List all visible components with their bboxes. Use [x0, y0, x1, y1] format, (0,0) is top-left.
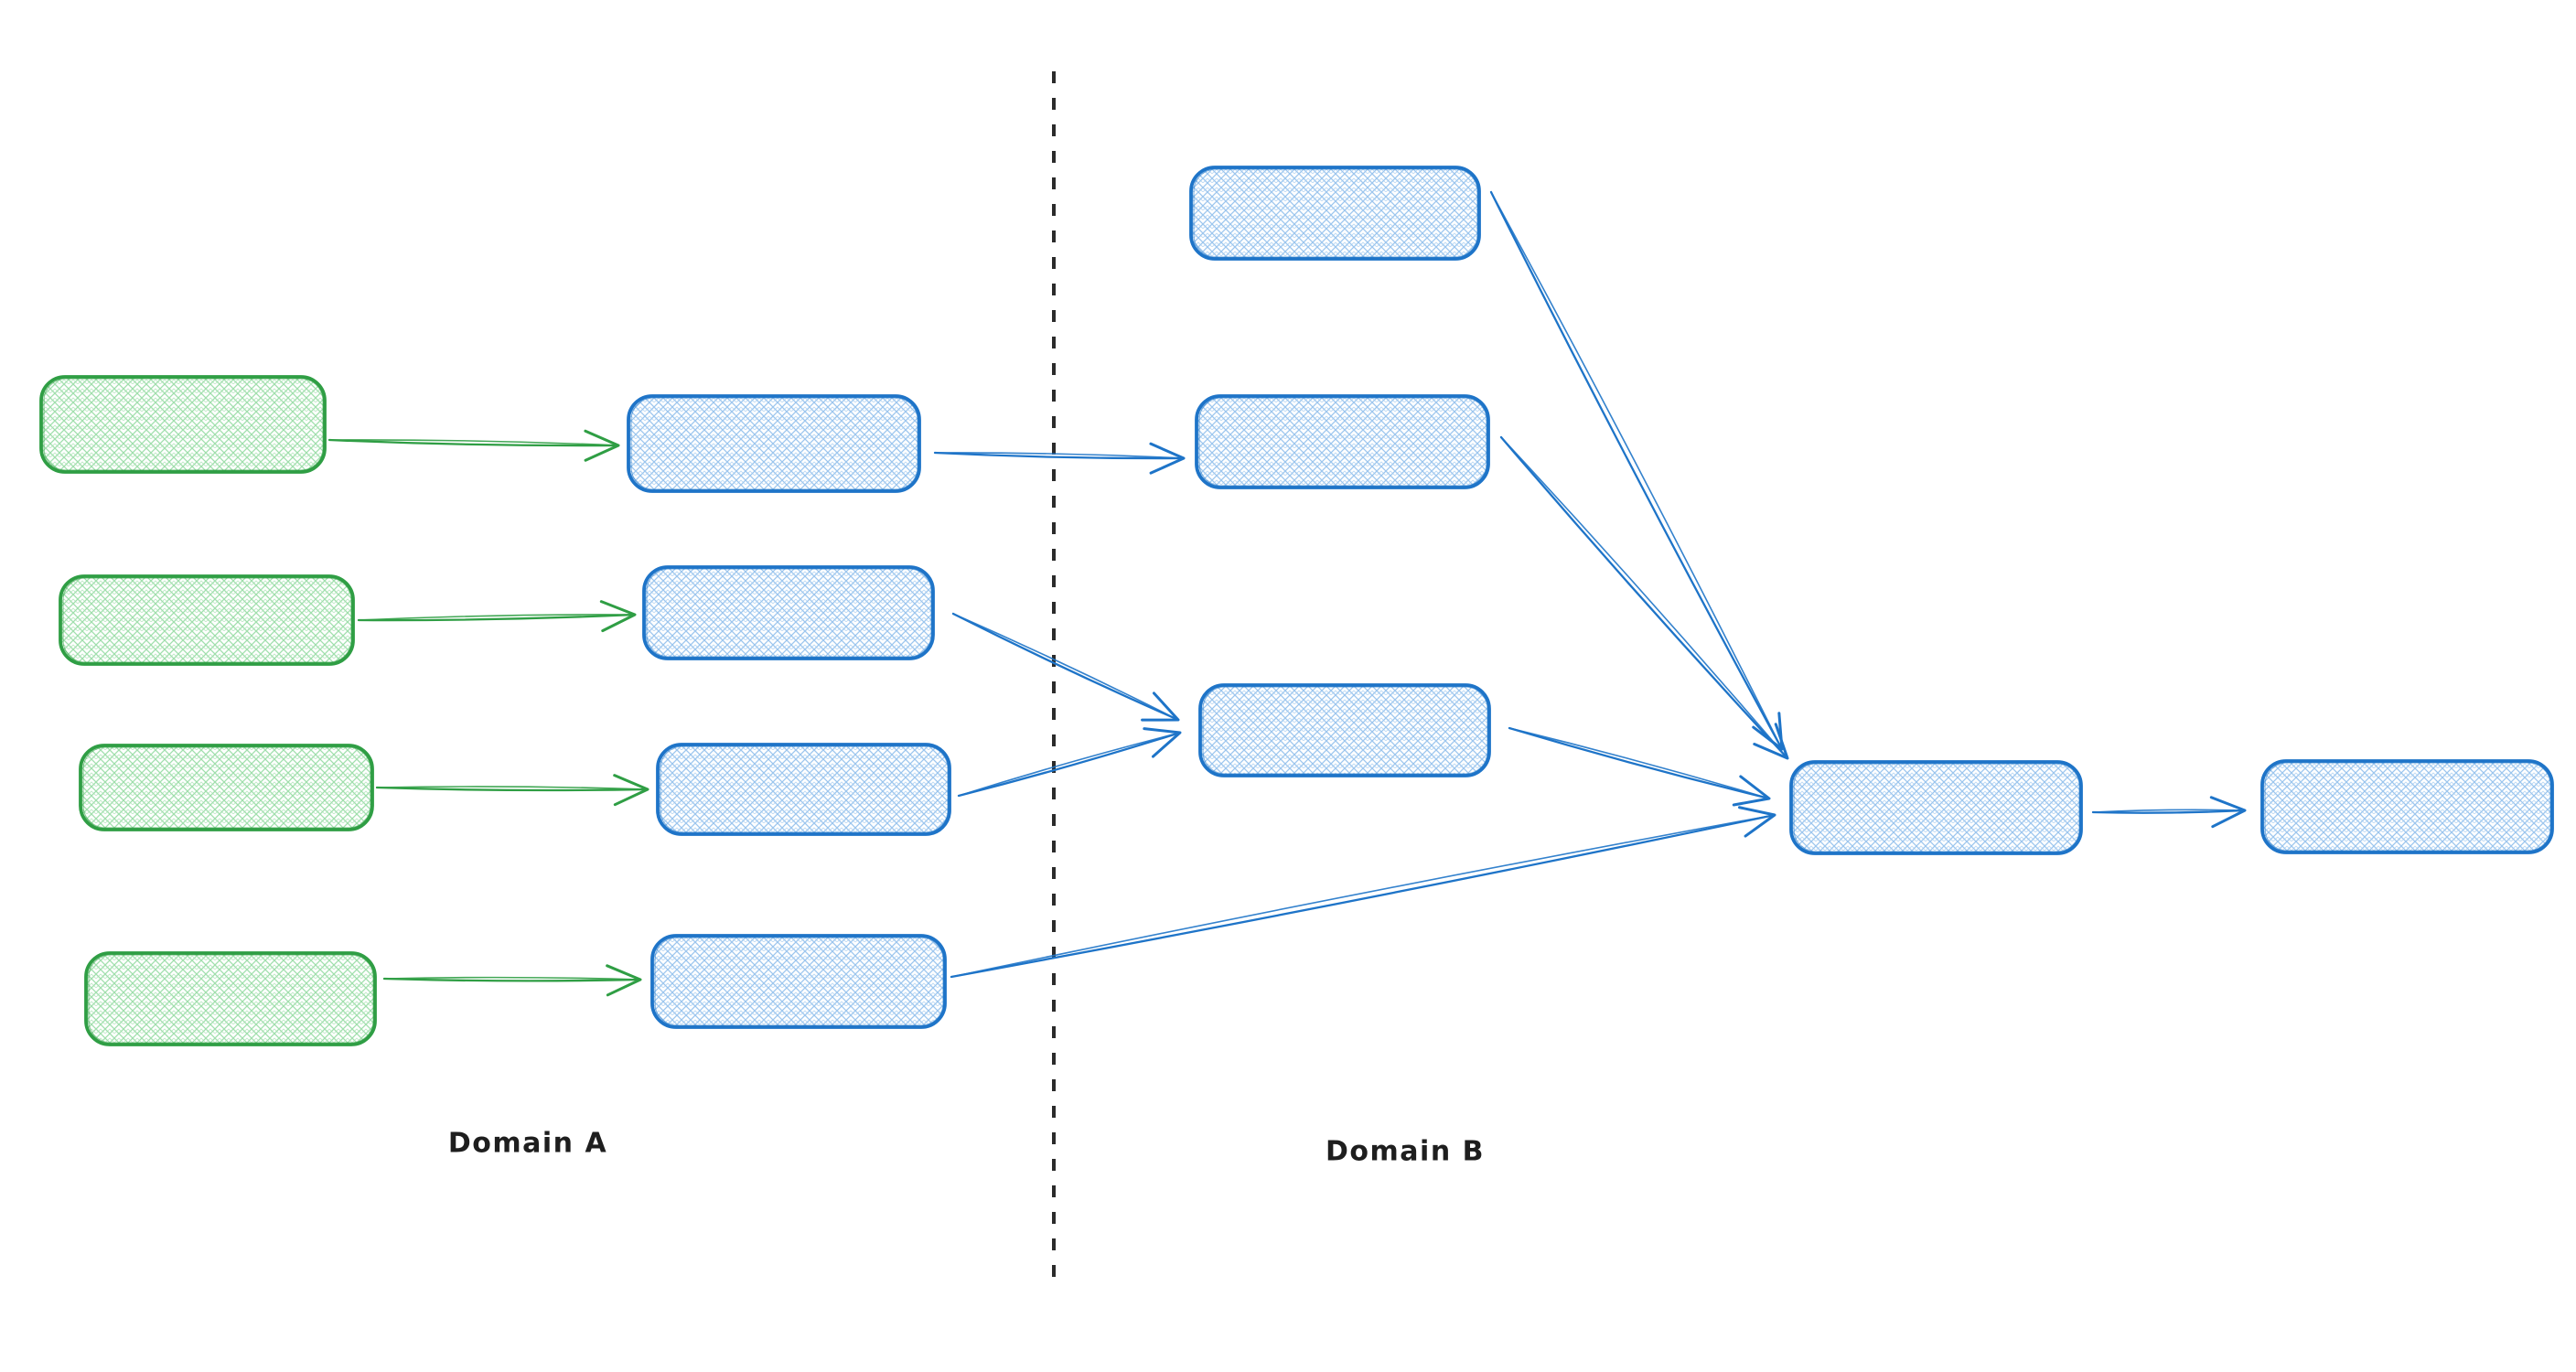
node-domain-a-stage-1: [627, 394, 921, 493]
node-domain-b-node-3: [1198, 683, 1491, 777]
edge-stage4-to-aggregator: [950, 806, 1776, 979]
edge-source3-to-stage3: [375, 774, 649, 807]
edge-stage1-to-nodeB2: [933, 442, 1186, 475]
node-domain-a-stage-4: [650, 934, 947, 1029]
node-domain-a-source-3: [79, 744, 374, 831]
edge-aggregator-to-output: [2091, 796, 2247, 829]
edge-nodeB3-to-aggregator: [1508, 726, 1771, 807]
node-domain-b-aggregator: [1789, 760, 2083, 855]
node-domain-b-node-2: [1195, 394, 1490, 489]
edge-source4-to-stage4: [382, 964, 642, 997]
edge-nodeB2-to-aggregator: [1499, 435, 1789, 760]
node-domain-a-source-1: [39, 375, 327, 474]
edge-stage2-to-nodeB3: [951, 612, 1180, 722]
edge-source2-to-stage2: [357, 600, 637, 633]
node-domain-b-output: [2260, 759, 2554, 854]
domain-b-label: Domain B: [1326, 1135, 1485, 1168]
domain-a-label: Domain A: [447, 1127, 608, 1160]
node-domain-a-source-2: [59, 574, 355, 666]
edge-nodeB1-to-aggregator: [1489, 190, 1784, 751]
node-domain-a-stage-2: [642, 565, 935, 660]
node-domain-a-stage-3: [656, 743, 951, 836]
node-domain-b-node-1: [1189, 166, 1481, 261]
edge-stage3-to-nodeB3: [957, 727, 1182, 798]
node-domain-a-source-4: [84, 951, 377, 1046]
edge-source1-to-stage1: [327, 429, 620, 462]
